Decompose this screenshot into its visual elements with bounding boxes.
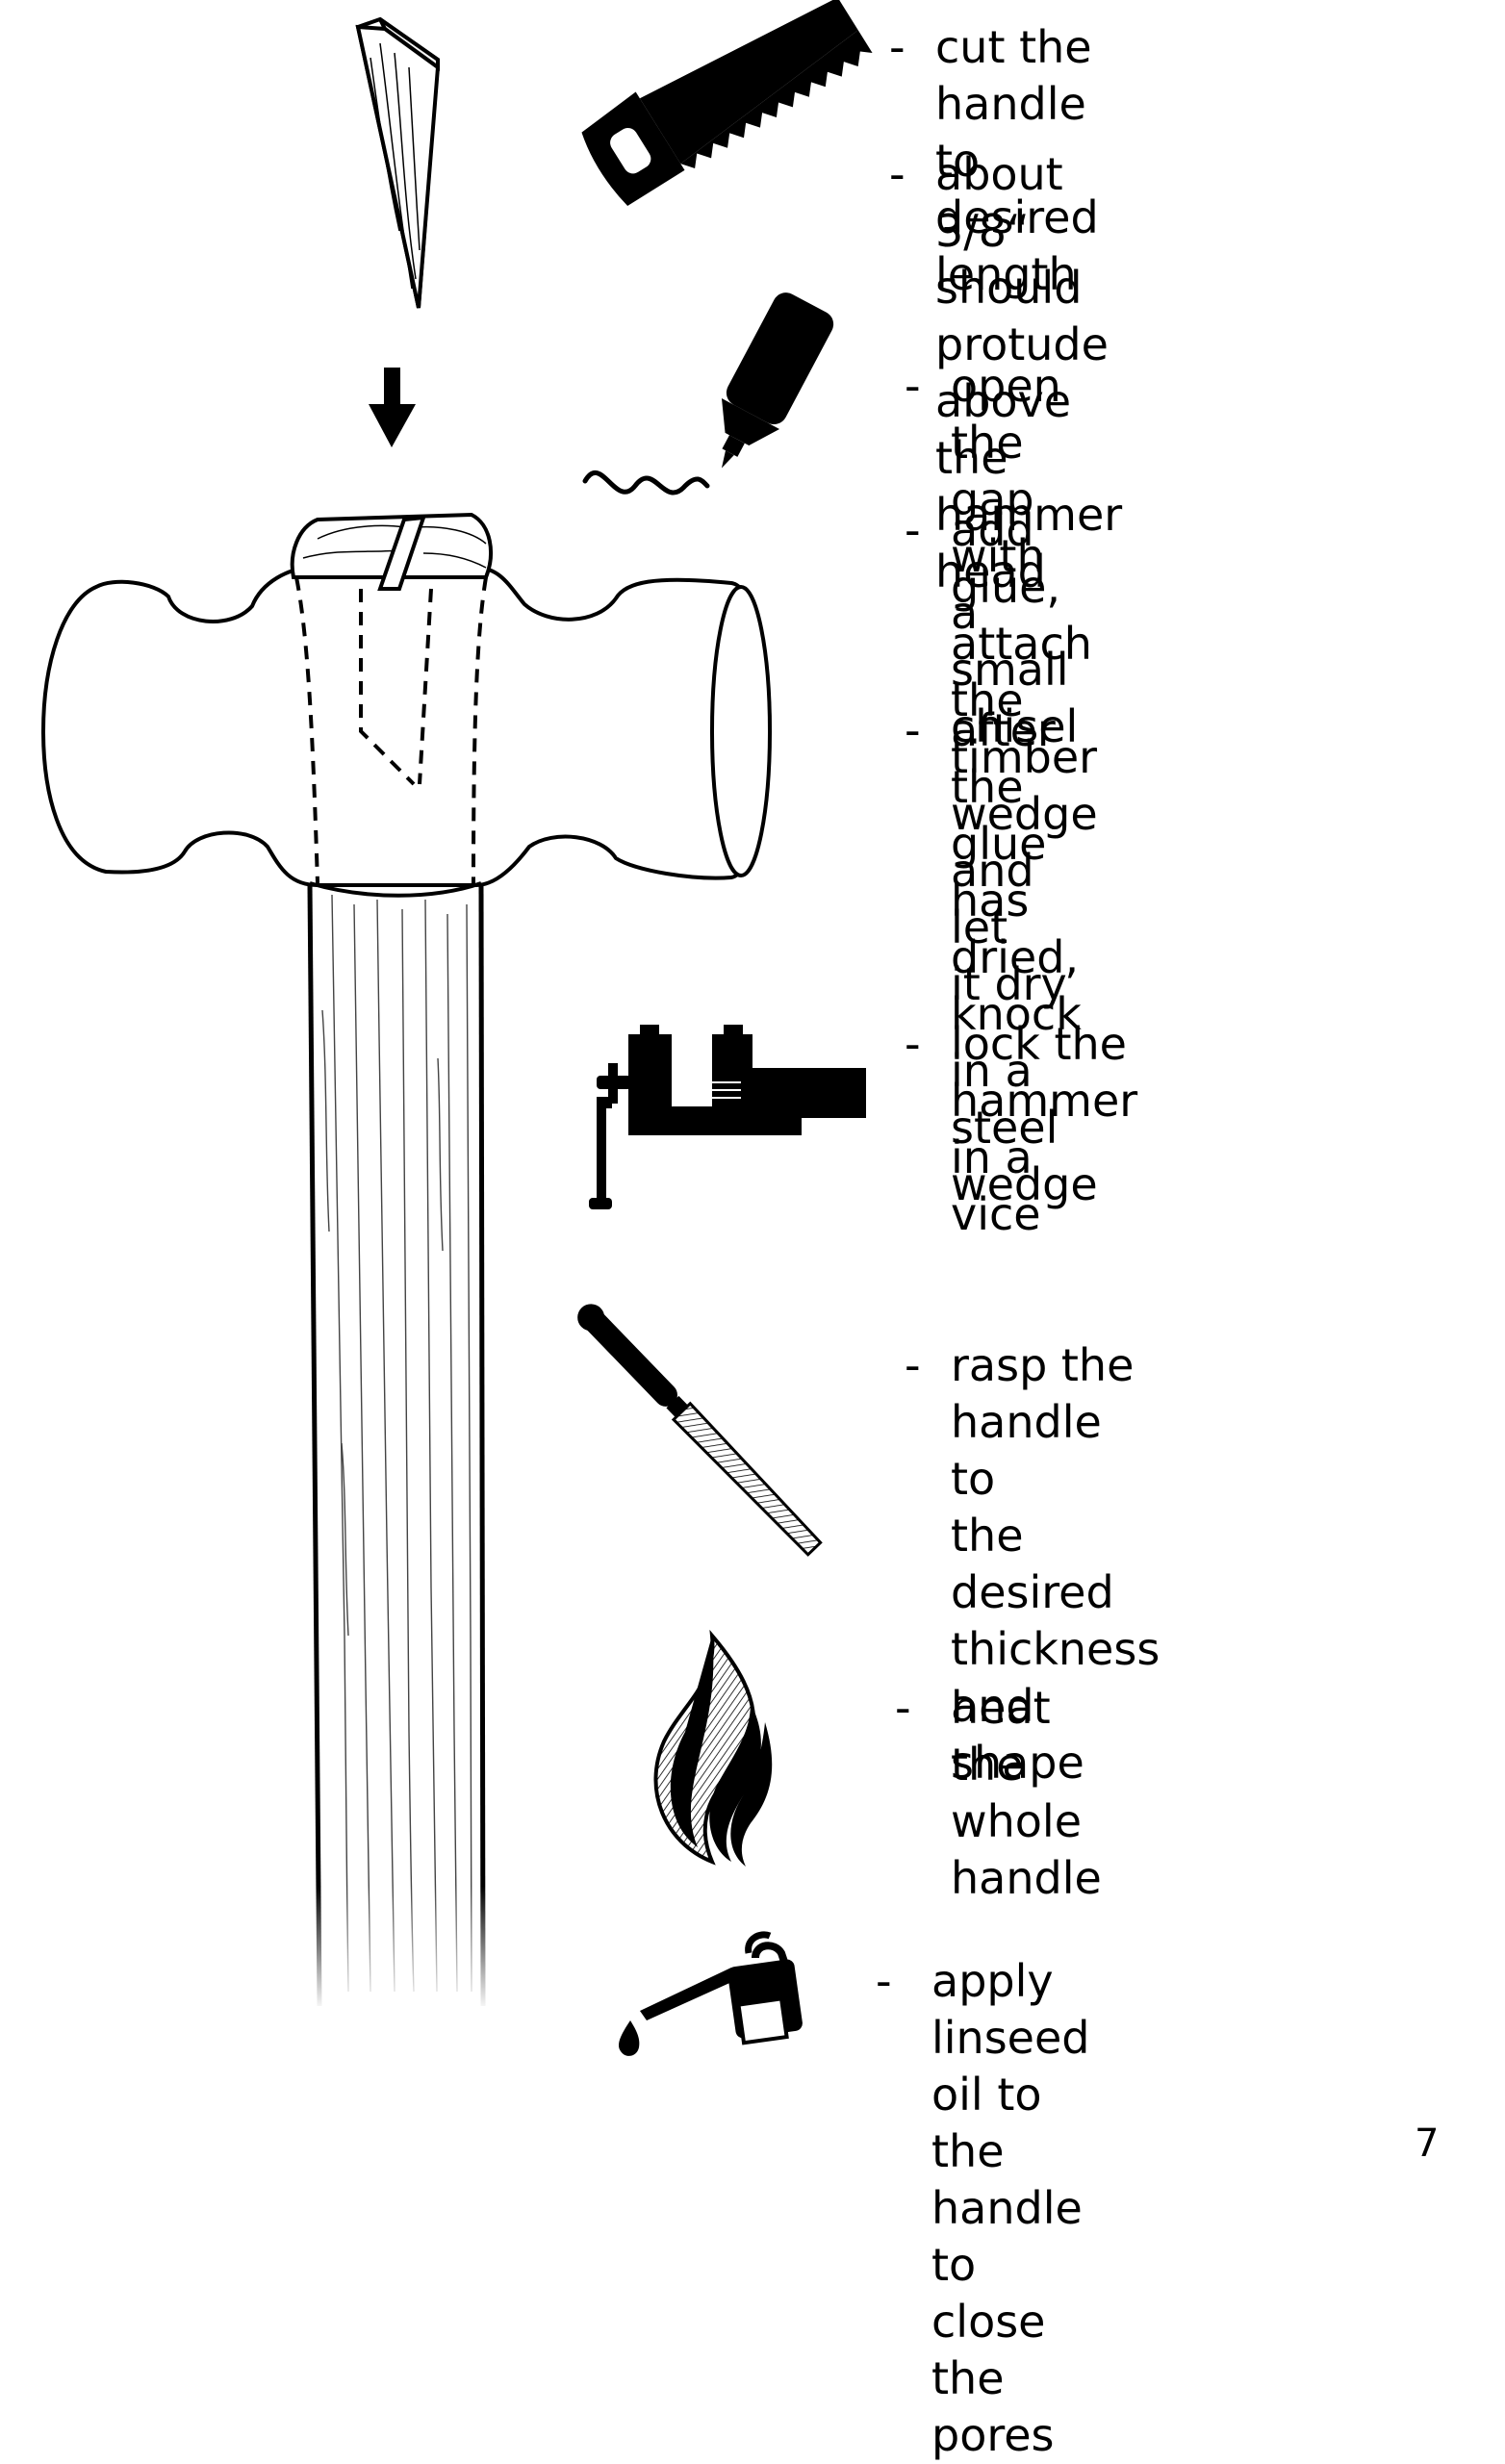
vice-icon <box>589 1025 866 1209</box>
step-text: cut the handle to desired length <box>935 21 1099 300</box>
bullet-dash: - <box>889 148 906 200</box>
step-text: lock the hammer in a vice <box>951 1018 1138 1240</box>
step-open-gap: - open the gap with a small chisel <box>905 358 1078 752</box>
oil-can-icon <box>619 1931 803 2056</box>
step-heat: - heat the whole handle <box>895 1680 1102 1904</box>
rasp-icon <box>577 1304 823 1557</box>
step-text: rasp the handle to the desired thickness… <box>951 1339 1161 1789</box>
step-text: about 3/8“ should protude above the hamm… <box>935 148 1123 597</box>
bullet-dash: - <box>905 704 921 756</box>
step-add-glue: - add glue, attach the timber wedge and … <box>905 502 1098 1010</box>
step-linseed-oil: - apply linseed oil to the handle to clo… <box>876 1953 1089 2461</box>
bullet-dash: - <box>905 1339 921 1391</box>
bullet-dash: - <box>876 1955 892 2007</box>
step-rasp: - rasp the handle to the desired thickne… <box>905 1337 1160 1789</box>
illustration <box>40 0 873 2056</box>
step-lock-vice: - lock the hammer in a vice <box>905 1016 1137 1240</box>
arrow-down-icon <box>369 368 416 447</box>
step-text: open the gap with a small chisel <box>951 360 1079 752</box>
step-protrude: - about 3/8“ should protude above the ha… <box>889 146 1122 597</box>
hammer-head-icon <box>40 512 772 898</box>
step-text: heat the whole handle <box>951 1682 1102 1904</box>
saw-icon <box>581 0 873 206</box>
step-cut-handle: - cut the handle to desired length <box>889 19 1099 300</box>
flame-icon <box>653 1629 773 1867</box>
glue-bottle-icon <box>582 292 834 495</box>
step-text: after the glue has dried, knock in a ste… <box>951 704 1098 1210</box>
bullet-dash: - <box>905 504 921 556</box>
handle-icon <box>289 884 510 2011</box>
bullet-dash: - <box>889 21 906 73</box>
wedge-icon <box>355 16 441 309</box>
bullet-dash: - <box>895 1682 911 1734</box>
bullet-dash: - <box>905 360 921 412</box>
step-steel-wedge: - after the glue has dried, knock in a s… <box>905 702 1098 1210</box>
bullet-dash: - <box>905 1018 921 1070</box>
step-text: add glue, attach the timber wedge and le… <box>951 504 1098 1010</box>
step-text: apply linseed oil to the handle to close… <box>931 1955 1090 2461</box>
page-number: 7 <box>1415 2121 1440 2166</box>
